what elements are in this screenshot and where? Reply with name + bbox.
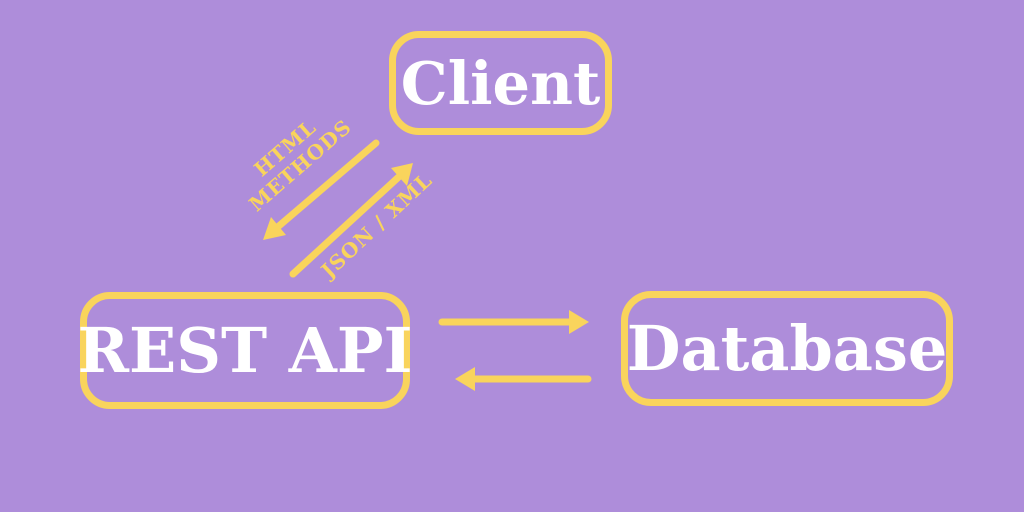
- arrow-restapi-to-client: [289, 163, 413, 278]
- arrow-client-to-restapi: [263, 139, 380, 240]
- arrow-restapi-to-database: [438, 310, 589, 334]
- node-rest-api: REST API: [77, 292, 413, 409]
- node-client: Client: [389, 31, 612, 135]
- node-client-label: Client: [400, 48, 601, 118]
- node-database-label: Database: [626, 311, 948, 385]
- node-rest-api-label: REST API: [77, 313, 413, 387]
- node-database: Database: [621, 291, 953, 406]
- arrow-database-to-restapi: [455, 367, 592, 391]
